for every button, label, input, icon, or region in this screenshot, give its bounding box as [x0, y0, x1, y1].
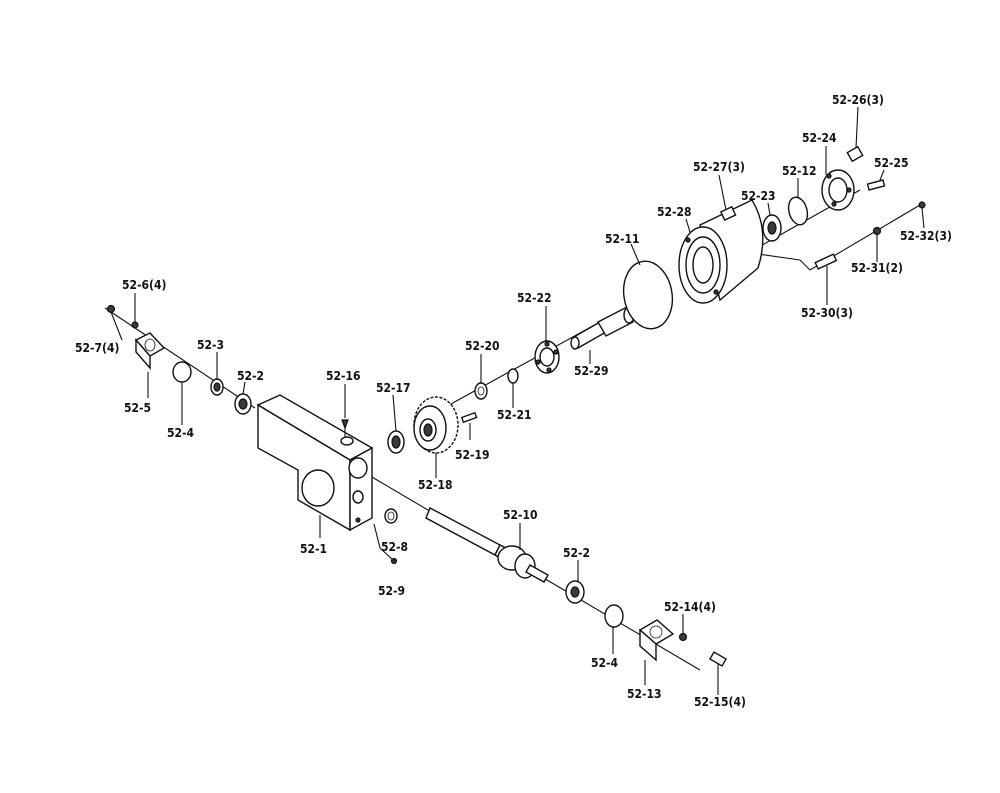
bearing-52-23 [762, 214, 782, 242]
label-52-1: 52-1 [300, 542, 327, 556]
label-52-13: 52-13 [627, 687, 662, 701]
assembly-axis-lines [104, 189, 921, 671]
label-52-12: 52-12 [782, 164, 817, 178]
label-52-7: 52-7(4) [75, 341, 119, 355]
cover-52-13 [638, 619, 675, 662]
label-52-5: 52-5 [124, 401, 151, 415]
label-52-18: 52-18 [418, 478, 453, 492]
washer-52-14 [678, 632, 688, 642]
leader-lines [110, 106, 925, 695]
label-52-3: 52-3 [197, 338, 224, 352]
washer-52-6 [131, 321, 139, 329]
label-52-16: 52-16 [326, 369, 361, 383]
label-52-17: 52-17 [376, 381, 411, 395]
nut-52-31 [872, 226, 882, 236]
label-52-14: 52-14(4) [664, 600, 716, 614]
label-52-24: 52-24 [802, 131, 837, 145]
bearing-52-22 [534, 340, 560, 374]
worm-shaft-52-10 [425, 507, 549, 583]
gear-52-18 [413, 396, 459, 454]
label-52-2-right: 52-2 [563, 546, 590, 560]
screw-52-15 [708, 651, 728, 667]
label-52-27: 52-27(3) [693, 160, 745, 174]
key-52-25 [866, 179, 886, 191]
plug-52-8 [384, 508, 398, 524]
bearing-52-3 [210, 378, 224, 396]
bearing-52-2-right [565, 580, 585, 604]
label-52-11: 52-11 [605, 232, 640, 246]
label-52-29: 52-29 [574, 364, 609, 378]
label-52-23: 52-23 [741, 189, 776, 203]
screw-52-7 [106, 304, 116, 314]
cover-52-5 [134, 332, 166, 370]
label-52-15: 52-15(4) [694, 695, 746, 709]
label-52-10: 52-10 [503, 508, 538, 522]
shaft-52-29 [570, 306, 635, 350]
grease-nipple-52-16 [341, 419, 349, 438]
label-52-2-left: 52-2 [237, 369, 264, 383]
label-52-20: 52-20 [465, 339, 500, 353]
key-52-19 [460, 411, 478, 424]
bearing-52-17 [387, 430, 405, 454]
screw-52-26 [846, 145, 864, 163]
label-52-4-right: 52-4 [591, 656, 619, 670]
label-52-25: 52-25 [874, 156, 909, 170]
label-52-21: 52-21 [497, 408, 532, 422]
label-52-31: 52-31(2) [851, 261, 903, 275]
label-52-26: 52-26(3) [832, 93, 884, 107]
label-52-32: 52-32(3) [900, 229, 952, 243]
o-ring-52-11 [622, 260, 674, 330]
label-52-9: 52-9 [378, 584, 405, 598]
label-52-4-left: 52-4 [167, 426, 195, 440]
label-52-8: 52-8 [381, 540, 408, 554]
label-52-22: 52-22 [517, 291, 552, 305]
o-ring-52-4-right [604, 604, 624, 628]
label-52-6: 52-6(4) [122, 278, 166, 292]
label-52-30: 52-30(3) [801, 306, 853, 320]
stud-52-30 [814, 253, 838, 270]
bearing-52-2-left [234, 393, 252, 415]
housing-52-1 [256, 394, 374, 532]
part-labels: 52-1 52-2 52-2 52-3 52-4 52-4 52-5 52-6(… [75, 93, 952, 709]
spacer-52-20 [474, 382, 488, 400]
label-52-28: 52-28 [657, 205, 692, 219]
cover-52-24 [821, 169, 855, 211]
washer-52-32 [918, 201, 926, 209]
o-ring-52-4-left [172, 361, 192, 383]
circlip-52-21 [507, 368, 519, 384]
label-52-19: 52-19 [455, 448, 490, 462]
flange-housing-52-28 [678, 199, 764, 304]
o-ring-52-12 [787, 196, 809, 226]
